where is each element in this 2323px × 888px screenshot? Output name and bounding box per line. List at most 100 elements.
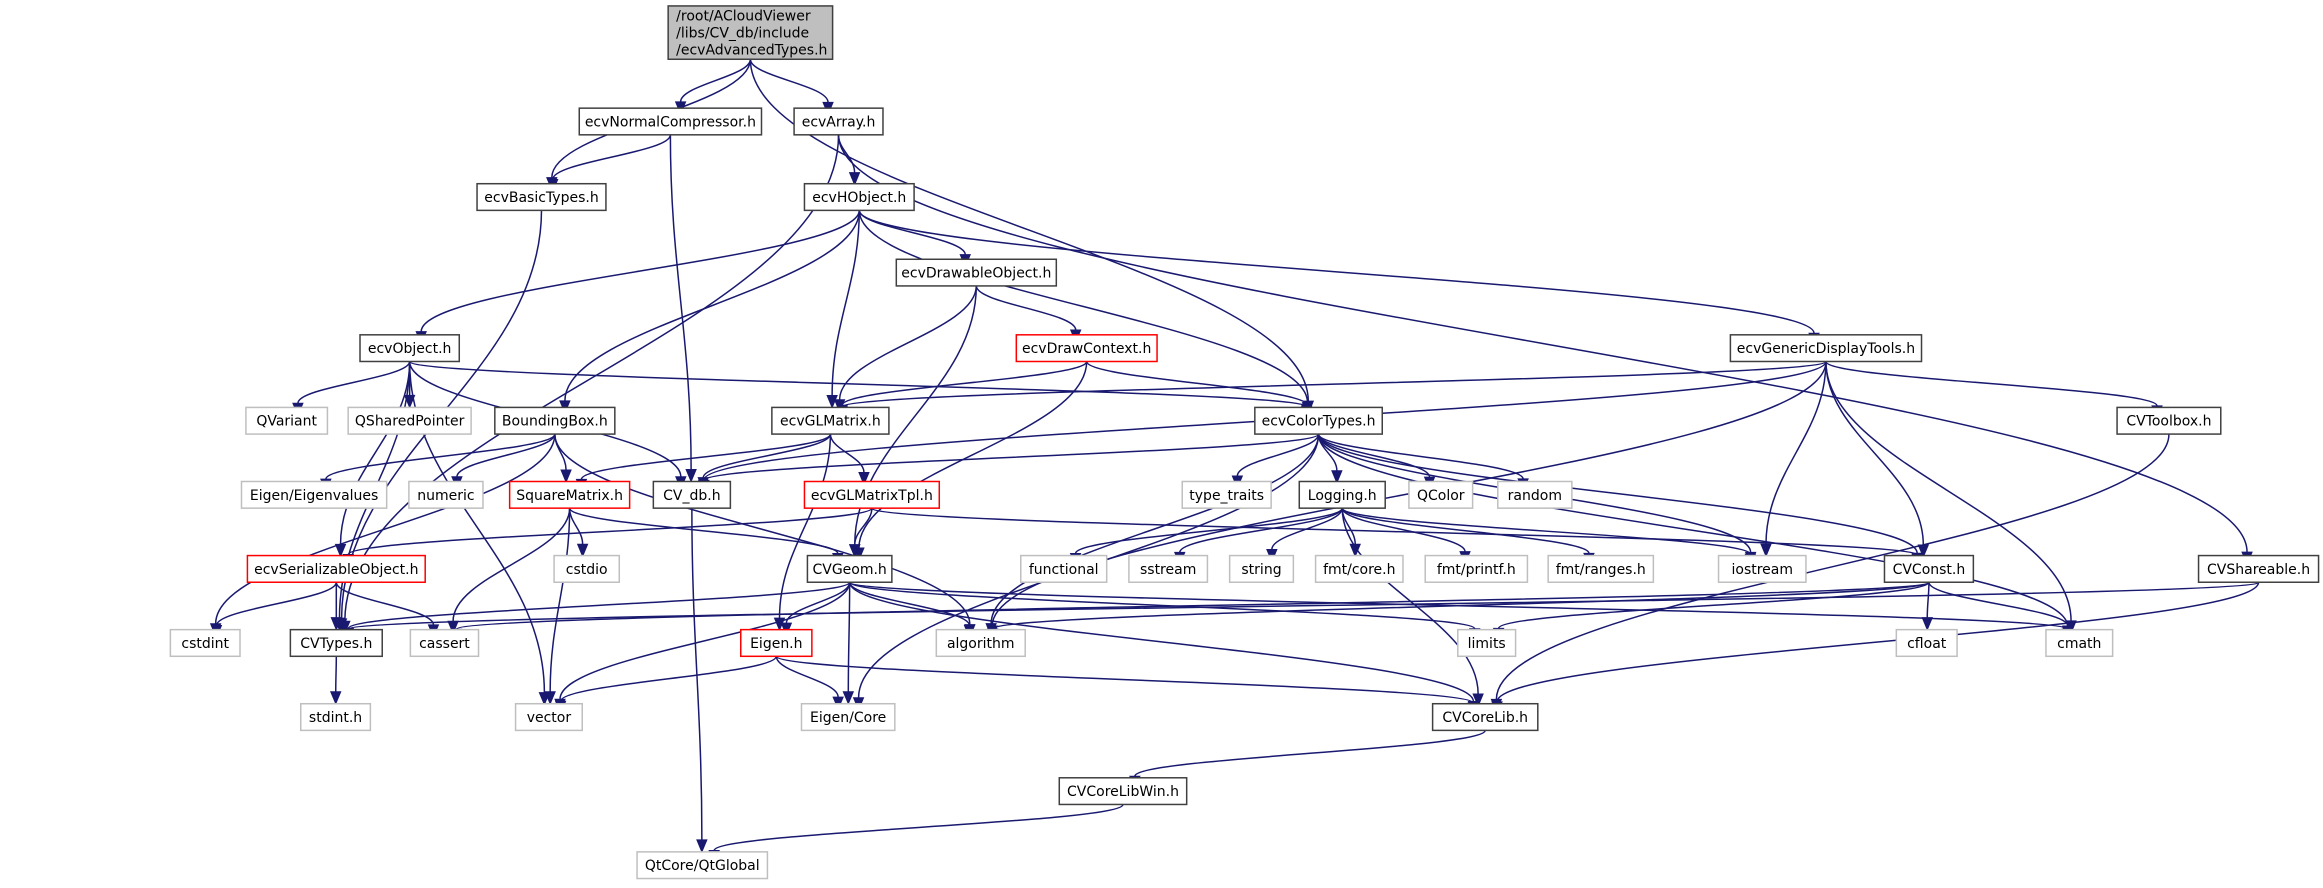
node-label: QVariant <box>256 414 317 430</box>
node-label: CVCoreLibWin.h <box>1067 784 1179 800</box>
node-ecvglmatrixtpl-h[interactable]: ecvGLMatrixTpl.h <box>803 480 941 509</box>
node-cv-db-h[interactable]: CV_db.h <box>652 480 732 509</box>
edge-line <box>778 434 832 619</box>
node-box <box>803 182 915 212</box>
node-ecvcolortypes-h[interactable]: ecvColorTypes.h <box>1254 406 1383 435</box>
edge-line <box>871 507 1918 556</box>
node-box <box>408 480 484 509</box>
node-ecvgenericdisplaytools-h[interactable]: ecvGenericDisplayTools.h <box>1729 334 1923 363</box>
node-label: CVTypes.h <box>300 636 372 652</box>
node-fmt-ranges-h: fmt/ranges.h <box>1547 554 1655 583</box>
node-label: CVCoreLib.h <box>1442 710 1528 726</box>
edge-line <box>549 508 571 692</box>
node-ecvdrawcontext-h[interactable]: ecvDrawContext.h <box>1015 334 1158 363</box>
node-label: functional <box>1029 562 1099 578</box>
node-box <box>245 406 329 435</box>
node-ecvbasictypes-h[interactable]: ecvBasicTypes.h <box>476 182 607 212</box>
node-ecvnormalcompressor-h[interactable]: ecvNormalCompressor.h <box>578 107 763 136</box>
edge-ecvnormalcompressor-to-ecvbasictypes <box>546 134 672 193</box>
node-cvgeom-h[interactable]: CVGeom.h <box>806 554 893 583</box>
node-cvshareable-h[interactable]: CVShareable.h <box>2197 554 2320 583</box>
node-cassert: cassert <box>409 628 480 658</box>
edge-line <box>838 285 978 400</box>
edge-line <box>1085 360 1308 406</box>
edge-line <box>1317 433 1524 480</box>
node-ecvglmatrix-h[interactable]: ecvGLMatrix.h <box>771 406 890 435</box>
arrowhead-icon <box>848 172 861 186</box>
node-label: ecvGenericDisplayTools.h <box>1737 341 1915 357</box>
edge-line <box>775 656 839 698</box>
node-cvtoolbox-h[interactable]: CVToolbox.h <box>2116 406 2222 435</box>
node-eigen-h[interactable]: Eigen.h <box>740 628 813 658</box>
edge-line <box>1497 581 1930 630</box>
node-box <box>1547 554 1655 583</box>
node-label: cmath <box>2057 636 2101 652</box>
node-type-traits: type_traits <box>1181 480 1272 509</box>
node-label: fmt/printf.h <box>1437 562 1516 578</box>
edge-line <box>1271 507 1343 550</box>
node-box <box>359 334 461 363</box>
edge-line <box>1134 729 1486 777</box>
node-ecvdrawableobject-h[interactable]: ecvDrawableObject.h <box>895 258 1058 287</box>
edge-line <box>335 581 435 626</box>
node-eigen-core: Eigen/Core <box>800 702 896 732</box>
node-label: vector <box>527 710 572 726</box>
edge-line <box>858 210 1309 403</box>
arrowhead-icon <box>1760 543 1772 558</box>
edge-ecvgenericdisplaytools-to-iostream <box>1760 361 1827 558</box>
node-ecvadvancedtypes-h[interactable]: /root/ACloudViewer/libs/CV_db/include/ec… <box>667 5 834 61</box>
node-box <box>1883 554 1975 583</box>
arrowhead-icon <box>1472 693 1484 708</box>
node-box <box>806 554 893 583</box>
edges-layer <box>209 59 2260 864</box>
arrowhead-icon <box>1921 617 1934 631</box>
node-box <box>169 628 241 658</box>
node-box <box>494 406 616 435</box>
node-box <box>347 406 472 435</box>
node-squarematrix-h[interactable]: SquareMatrix.h <box>508 480 631 509</box>
node-limits: limits <box>1457 628 1517 658</box>
node-boundingbox-h[interactable]: BoundingBox.h <box>494 406 616 435</box>
edge-line <box>669 134 692 470</box>
node-cvtypes-h[interactable]: CVTypes.h <box>289 628 383 658</box>
arrowhead-icon <box>544 691 556 706</box>
node-box <box>636 851 769 880</box>
arrowhead-icon <box>842 691 855 706</box>
node-box <box>667 5 834 61</box>
node-ecvserializableobject-h[interactable]: ecvSerializableObject.h <box>246 554 426 583</box>
node-label: type_traits <box>1189 488 1264 504</box>
edge-line <box>455 581 1930 630</box>
edge-line <box>858 210 1815 334</box>
node-label: ecvGLMatrix.h <box>780 414 881 430</box>
node-cvconst-h[interactable]: CVConst.h <box>1883 554 1975 583</box>
node-ecvhobject-h[interactable]: ecvHObject.h <box>803 182 915 212</box>
edge-line <box>559 655 778 702</box>
arrowhead-icon <box>330 617 343 631</box>
edge-line <box>1179 507 1343 553</box>
node-numeric: numeric <box>408 480 484 509</box>
node-cvcorelib-h[interactable]: CVCoreLib.h <box>1431 702 1539 732</box>
node-box <box>1128 554 1209 583</box>
edge-ecvgenericdisplaytools-to-cvconst <box>1825 361 1930 559</box>
node-box <box>508 480 631 509</box>
edge-line <box>702 433 832 478</box>
edge-line <box>991 581 1930 630</box>
node-fmt-core-h: fmt/core.h <box>1314 554 1404 583</box>
node-label: iostream <box>1731 562 1793 578</box>
edge-line <box>325 433 556 480</box>
node-ecvarray-h[interactable]: ecvArray.h <box>793 107 884 136</box>
node-logging-h[interactable]: Logging.h <box>1298 480 1386 509</box>
edge-line <box>568 507 839 555</box>
node-qcolor: QColor <box>1408 480 1474 509</box>
node-box <box>514 702 583 732</box>
arrowhead-icon <box>696 839 708 854</box>
edge-line <box>347 581 2260 631</box>
edge-ecvgenericdisplaytools-to-cvtoolbox <box>1825 360 2163 420</box>
node-box <box>800 702 896 732</box>
node-label: algorithm <box>947 636 1015 652</box>
edge-line <box>848 581 971 626</box>
node-cvcorelibwin-h[interactable]: CVCoreLibWin.h <box>1058 777 1188 806</box>
edge-line <box>1317 433 1431 478</box>
node-ecvobject-h[interactable]: ecvObject.h <box>359 334 461 363</box>
node-algorithm: algorithm <box>935 628 1026 658</box>
